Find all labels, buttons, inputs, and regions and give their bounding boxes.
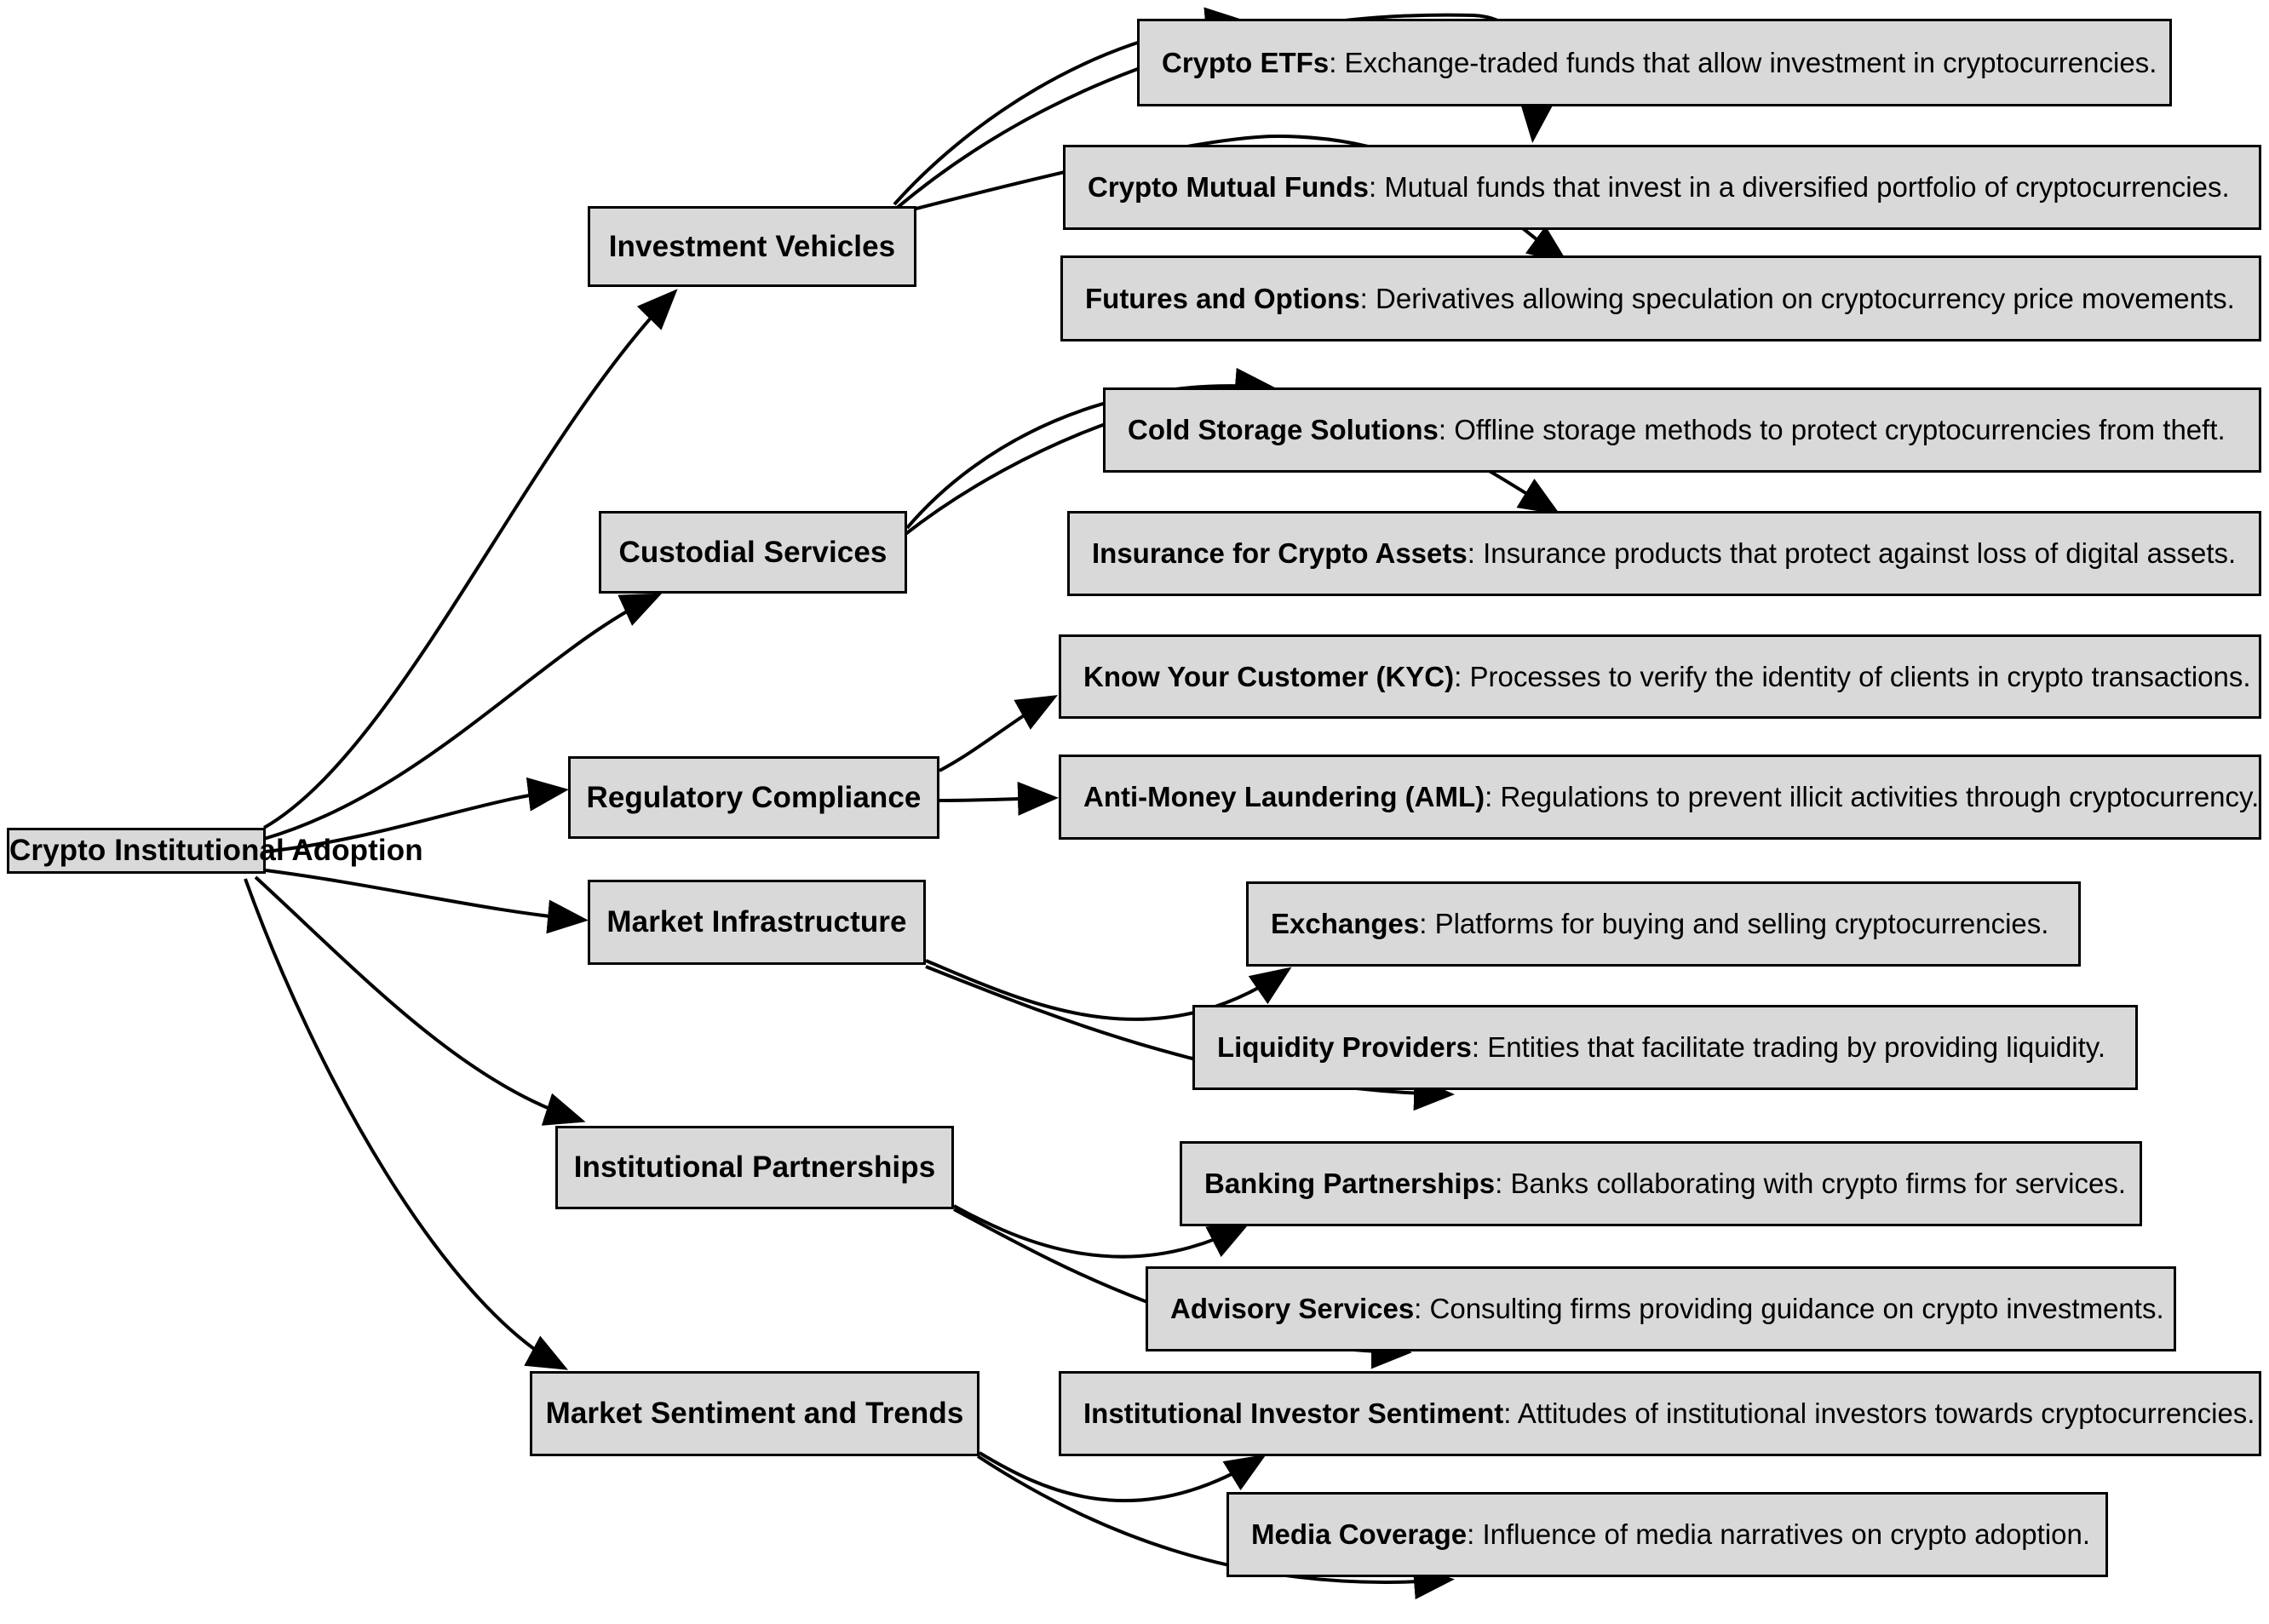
node-advisory-services-text: Advisory Services: Consulting firms prov… bbox=[1148, 1293, 2180, 1325]
edge-root-regulatory-compliance bbox=[265, 777, 569, 853]
node-investment-vehicles[interactable]: Investment Vehicles bbox=[588, 206, 916, 287]
desc-know-your-customer-kyc: Processes to verify the identity of clie… bbox=[1469, 660, 2251, 692]
term-crypto-mutual-funds: Crypto Mutual Funds bbox=[1088, 171, 1369, 203]
edge-ip-banking-partnerships bbox=[953, 1204, 1250, 1259]
edge-cs-cold-storage bbox=[905, 367, 1276, 530]
sep-anti-money-laundering-aml: : bbox=[1485, 781, 1501, 812]
sep-know-your-customer-kyc: : bbox=[1454, 660, 1470, 692]
term-futures-and-options: Futures and Options bbox=[1085, 282, 1360, 314]
node-anti-money-laundering-aml[interactable]: Anti-Money Laundering (AML): Regulations… bbox=[1059, 755, 2261, 840]
edge-root-institutional-partnerships bbox=[254, 875, 586, 1126]
desc-liquidity-providers: Entities that facilitate trading by prov… bbox=[1487, 1031, 2106, 1063]
node-regulatory-compliance-label: Regulatory Compliance bbox=[586, 780, 922, 814]
node-root[interactable]: Crypto Institutional Adoption bbox=[7, 828, 423, 874]
desc-media-coverage: Influence of media narratives on crypto … bbox=[1482, 1518, 2091, 1550]
term-liquidity-providers: Liquidity Providers bbox=[1217, 1031, 1472, 1063]
node-investment-vehicles-label: Investment Vehicles bbox=[608, 229, 896, 263]
term-banking-partnerships: Banking Partnerships bbox=[1204, 1168, 1496, 1199]
desc-institutional-investor-sentiment: Attitudes of institutional investors tow… bbox=[1517, 1397, 2255, 1429]
term-exchanges: Exchanges bbox=[1271, 908, 1420, 939]
sep-futures-and-options: : bbox=[1359, 282, 1376, 314]
node-exchanges-text: Exchanges: Platforms for buying and sell… bbox=[1249, 908, 2078, 940]
node-custodial-services[interactable]: Custodial Services bbox=[599, 511, 907, 594]
node-market-infrastructure[interactable]: Market Infrastructure bbox=[588, 880, 926, 965]
sep-exchanges: : bbox=[1419, 908, 1435, 939]
sep-cold-storage-solutions: : bbox=[1438, 414, 1455, 445]
node-insurance-for-crypto-assets-text: Insurance for Crypto Assets: Insurance p… bbox=[1070, 537, 2259, 570]
node-liquidity-providers-text: Liquidity Providers: Entities that facil… bbox=[1195, 1031, 2135, 1064]
node-exchanges[interactable]: Exchanges: Platforms for buying and sell… bbox=[1246, 881, 2081, 967]
term-media-coverage: Media Coverage bbox=[1251, 1518, 1468, 1550]
sep-insurance-for-crypto-assets: : bbox=[1467, 537, 1484, 569]
desc-insurance-for-crypto-assets: Insurance products that protect against … bbox=[1483, 537, 2237, 569]
desc-futures-and-options: Derivatives allowing speculation on cryp… bbox=[1376, 282, 2235, 314]
edge-root-investment-vehicles bbox=[263, 289, 678, 829]
node-cold-storage-solutions-text: Cold Storage Solutions: Offline storage … bbox=[1106, 414, 2259, 446]
edge-rc-aml bbox=[939, 781, 1059, 816]
node-custodial-services-label: Custodial Services bbox=[618, 535, 887, 569]
term-advisory-services: Advisory Services bbox=[1170, 1293, 1415, 1324]
edge-mi-exchanges bbox=[925, 959, 1292, 1021]
node-know-your-customer-kyc[interactable]: Know Your Customer (KYC): Processes to v… bbox=[1059, 634, 2261, 719]
sep-crypto-mutual-funds: : bbox=[1368, 171, 1385, 203]
node-institutional-partnerships[interactable]: Institutional Partnerships bbox=[555, 1126, 954, 1209]
node-know-your-customer-kyc-text: Know Your Customer (KYC): Processes to v… bbox=[1061, 661, 2266, 693]
desc-exchanges: Platforms for buying and selling cryptoc… bbox=[1434, 908, 2049, 939]
node-banking-partnerships[interactable]: Banking Partnerships: Banks collaboratin… bbox=[1180, 1141, 2142, 1226]
node-insurance-for-crypto-assets[interactable]: Insurance for Crypto Assets: Insurance p… bbox=[1067, 511, 2261, 596]
desc-crypto-mutual-funds: Mutual funds that invest in a diversifie… bbox=[1384, 171, 2230, 203]
term-institutional-investor-sentiment: Institutional Investor Sentiment bbox=[1083, 1397, 1504, 1429]
node-crypto-etfs[interactable]: Crypto ETFs: Exchange-traded funds that … bbox=[1137, 19, 2172, 106]
node-market-sentiment-and-trends-label: Market Sentiment and Trends bbox=[545, 1397, 964, 1430]
node-market-sentiment-and-trends[interactable]: Market Sentiment and Trends bbox=[530, 1371, 979, 1456]
node-crypto-mutual-funds[interactable]: Crypto Mutual Funds: Mutual funds that i… bbox=[1063, 145, 2261, 230]
term-crypto-etfs: Crypto ETFs bbox=[1162, 46, 1330, 78]
desc-banking-partnerships: Banks collaborating with crypto firms fo… bbox=[1510, 1168, 2127, 1199]
node-futures-and-options-text: Futures and Options: Derivatives allowin… bbox=[1063, 283, 2259, 315]
edge-ms-media-coverage bbox=[976, 1455, 1455, 1600]
sep-media-coverage: : bbox=[1467, 1518, 1483, 1550]
node-institutional-investor-sentiment-text: Institutional Investor Sentiment: Attitu… bbox=[1061, 1397, 2269, 1430]
edge-root-market-sentiment bbox=[244, 878, 569, 1370]
sep-crypto-etfs: : bbox=[1329, 46, 1345, 78]
node-root-label: Crypto Institutional Adoption bbox=[9, 834, 423, 867]
node-institutional-investor-sentiment[interactable]: Institutional Investor Sentiment: Attitu… bbox=[1059, 1371, 2261, 1456]
edge-rc-kyc bbox=[939, 695, 1058, 772]
node-media-coverage[interactable]: Media Coverage: Influence of media narra… bbox=[1226, 1492, 2108, 1577]
node-futures-and-options[interactable]: Futures and Options: Derivatives allowin… bbox=[1060, 255, 2261, 341]
sep-advisory-services: : bbox=[1414, 1293, 1430, 1324]
sep-banking-partnerships: : bbox=[1495, 1168, 1511, 1199]
edge-root-custodial-services bbox=[263, 593, 663, 841]
node-market-infrastructure-label: Market Infrastructure bbox=[606, 905, 907, 938]
sep-liquidity-providers: : bbox=[1471, 1031, 1488, 1063]
node-regulatory-compliance[interactable]: Regulatory Compliance bbox=[568, 756, 939, 839]
desc-anti-money-laundering-aml: Regulations to prevent illicit activitie… bbox=[1500, 781, 2260, 812]
edge-ms-investor-sentiment bbox=[978, 1451, 1267, 1503]
node-crypto-mutual-funds-text: Crypto Mutual Funds: Mutual funds that i… bbox=[1066, 171, 2259, 204]
node-crypto-etfs-text: Crypto ETFs: Exchange-traded funds that … bbox=[1140, 47, 2172, 79]
sep-institutional-investor-sentiment: : bbox=[1503, 1397, 1518, 1429]
term-anti-money-laundering-aml: Anti-Money Laundering (AML) bbox=[1083, 781, 1485, 812]
desc-advisory-services: Consulting firms providing guidance on c… bbox=[1429, 1293, 2164, 1324]
term-know-your-customer-kyc: Know Your Customer (KYC) bbox=[1083, 660, 1455, 692]
desc-cold-storage-solutions: Offline storage methods to protect crypt… bbox=[1454, 414, 2226, 445]
node-anti-money-laundering-aml-text: Anti-Money Laundering (AML): Regulations… bbox=[1061, 781, 2269, 813]
node-banking-partnerships-text: Banking Partnerships: Banks collaboratin… bbox=[1182, 1168, 2141, 1200]
term-cold-storage-solutions: Cold Storage Solutions bbox=[1128, 414, 1439, 445]
node-media-coverage-text: Media Coverage: Influence of media narra… bbox=[1229, 1518, 2105, 1551]
node-cold-storage-solutions[interactable]: Cold Storage Solutions: Offline storage … bbox=[1103, 387, 2261, 473]
node-advisory-services[interactable]: Advisory Services: Consulting firms prov… bbox=[1146, 1266, 2176, 1351]
desc-crypto-etfs: Exchange-traded funds that allow investm… bbox=[1344, 46, 2157, 78]
term-insurance-for-crypto-assets: Insurance for Crypto Assets bbox=[1092, 537, 1468, 569]
node-institutional-partnerships-label: Institutional Partnerships bbox=[573, 1151, 936, 1184]
node-liquidity-providers[interactable]: Liquidity Providers: Entities that facil… bbox=[1192, 1005, 2138, 1090]
edge-root-market-infrastructure bbox=[265, 869, 589, 934]
